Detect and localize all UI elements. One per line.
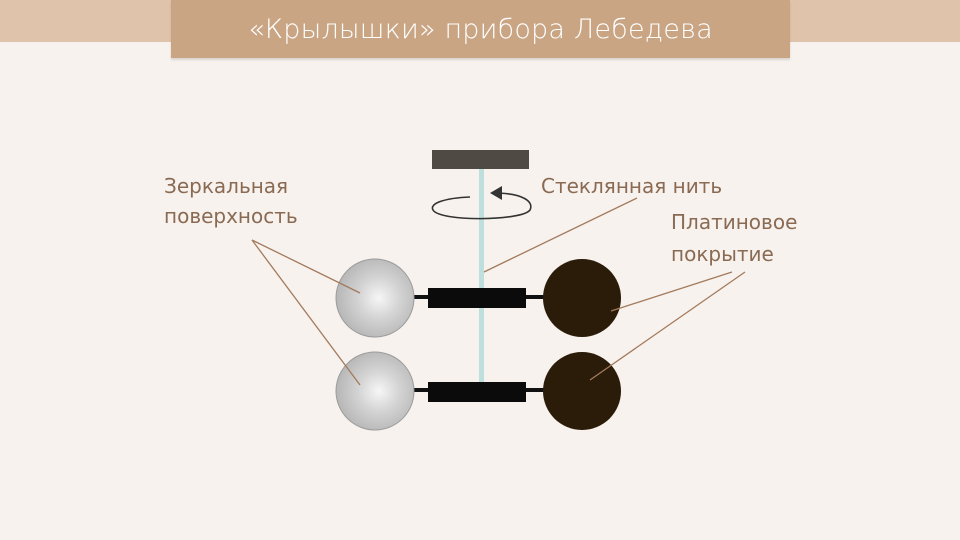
leader-line-mirror-upper <box>251 239 361 294</box>
arm-bar-upper <box>428 288 526 308</box>
arm-bar-lower <box>428 382 526 402</box>
arm-connector-right-lower <box>526 388 546 392</box>
label-mirror-line1: Зеркальная <box>164 174 288 198</box>
leader-line-platinum-lower <box>589 271 746 381</box>
rotation-arrowhead-icon <box>490 186 502 200</box>
support-block <box>432 150 529 169</box>
platinum-disk-lower <box>543 352 621 430</box>
leader-line-thread <box>483 197 638 273</box>
label-platinum-line1: Платиновое <box>671 210 797 234</box>
title-box: «Крылышки» прибора Лебедева <box>171 0 790 58</box>
page-title: «Крылышки» прибора Лебедева <box>248 13 713 45</box>
arm-connector-right-upper <box>526 295 546 299</box>
mirror-disk-lower <box>335 351 415 431</box>
leader-line-platinum-upper <box>610 271 733 312</box>
arm-connector-left-lower <box>411 388 431 392</box>
leader-line-mirror-lower <box>251 239 361 386</box>
label-mirror-line2: поверхность <box>164 204 298 228</box>
glass-thread <box>479 169 484 382</box>
label-platinum-line2: покрытие <box>671 242 774 266</box>
platinum-disk-upper <box>543 259 621 337</box>
rotation-arrow-icon <box>431 192 532 220</box>
label-thread: Стеклянная нить <box>541 174 722 198</box>
mirror-disk-upper <box>335 258 415 338</box>
arm-connector-left-upper <box>411 295 431 299</box>
